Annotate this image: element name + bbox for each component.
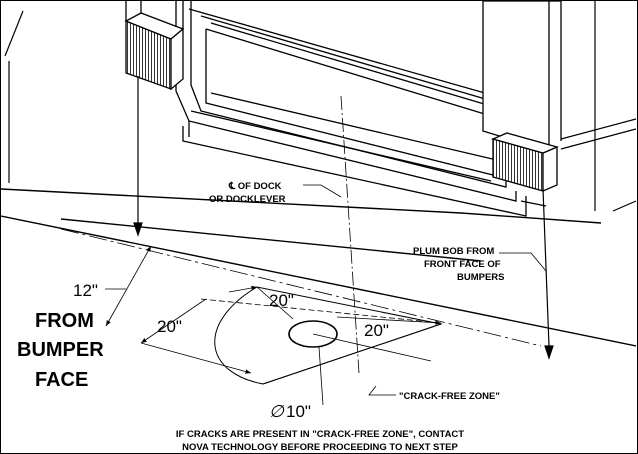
floor-edge [1,188,637,347]
diameter-symbol: ∅ [269,402,285,421]
centerline-label-1: ℄ OF DOCK [228,181,282,192]
crack-free-zone [214,286,443,385]
centerline-label-2: OR DOCKLEVER [209,194,286,205]
wall-edges [4,1,637,212]
face-label: FACE [35,369,88,391]
right-bumper [482,1,562,192]
dim-diameter: 10" [286,402,311,421]
note-line-1: IF CRACKS ARE PRESENT IN "CRACK-FREE ZON… [176,429,464,440]
dimension-lines [60,184,547,406]
plumb-label-3: BUMPERS [457,272,505,283]
from-label: FROM [35,310,94,332]
bumper-label: BUMPER [17,339,104,361]
dim-20-right: 20" [364,321,389,340]
plumb-label-1: PLUM BOB FROM [413,246,494,257]
dim-20-top: 20" [269,291,294,310]
left-bumper [124,1,185,91]
note-line-2: NOVA TECHNOLOGY BEFORE PROCEEDING TO NEX… [182,442,458,453]
dock-centerline [340,95,360,374]
dim-12: 12" [73,281,98,300]
crack-free-label: "CRACK-FREE ZONE" [399,391,500,402]
text-labels: ℄ OF DOCK OR DOCKLEVER PLUM BOB FROM FRO… [17,181,505,453]
plumb-bobs [133,76,554,360]
plumb-label-2: FRONT FACE OF [424,259,501,270]
dim-20-left: 20" [157,317,182,336]
dock-leveler [175,1,547,217]
